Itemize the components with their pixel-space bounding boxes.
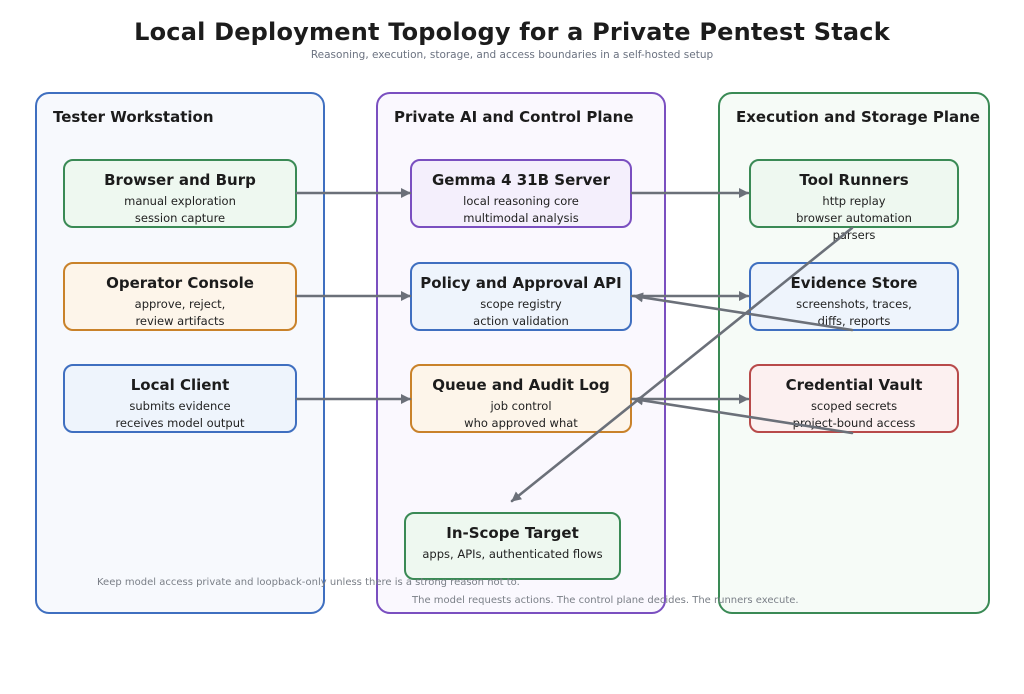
node-detail: submits evidence [129, 399, 231, 413]
node-detail: review artifacts [135, 314, 225, 328]
zone-title: Tester Workstation [53, 108, 214, 126]
node-detail: parsers [832, 228, 876, 242]
node-title: Policy and Approval API [420, 274, 622, 292]
node-title: Local Client [130, 376, 230, 394]
page-subtitle: Reasoning, execution, storage, and acces… [310, 49, 714, 61]
zone-title: Private AI and Control Plane [394, 108, 634, 126]
node-browser-and-burp: Browser and Burp manual exploration sess… [63, 159, 297, 228]
node-tool-runners: Tool Runners http replay browser automat… [749, 159, 959, 242]
node-detail: scoped secrets [810, 399, 898, 413]
node-title: Tool Runners [799, 171, 909, 189]
node-policy-api: Policy and Approval API scope registry a… [410, 262, 632, 331]
note-loopback: Keep model access private and loopback-o… [97, 577, 520, 588]
node-credential-vault: Credential Vault scoped secrets project-… [749, 364, 959, 433]
node-detail: screenshots, traces, [796, 297, 912, 311]
node-title: Queue and Audit Log [432, 376, 610, 394]
note-flow: The model requests actions. The control … [412, 595, 799, 606]
node-detail: session capture [134, 211, 226, 225]
node-title: Credential Vault [785, 376, 923, 394]
page-title: Local Deployment Topology for a Private … [134, 18, 890, 46]
node-detail: project-bound access [792, 416, 916, 430]
node-title: Browser and Burp [104, 171, 256, 189]
node-evidence-store: Evidence Store screenshots, traces, diff… [749, 262, 959, 331]
node-detail: diffs, reports [817, 314, 891, 328]
node-title: Operator Console [106, 274, 254, 292]
node-detail: who approved what [464, 416, 578, 430]
node-title: In-Scope Target [446, 524, 579, 542]
node-gemma-server: Gemma 4 31B Server local reasoning core … [410, 159, 632, 228]
node-title: Evidence Store [790, 274, 918, 292]
node-detail: apps, APIs, authenticated flows [422, 547, 603, 561]
node-detail: local reasoning core [463, 194, 579, 208]
node-detail: approve, reject, [134, 297, 226, 311]
node-detail: http replay [822, 194, 886, 208]
node-local-client: Local Client submits evidence receives m… [63, 364, 297, 433]
node-detail: receives model output [115, 416, 245, 430]
node-detail: scope registry [480, 297, 562, 311]
node-queue-audit-log: Queue and Audit Log job control who appr… [410, 364, 632, 433]
node-in-scope-target: In-Scope Target apps, APIs, authenticate… [404, 512, 621, 580]
zone-title: Execution and Storage Plane [736, 108, 980, 126]
node-detail: browser automation [796, 211, 912, 225]
node-operator-console: Operator Console approve, reject, review… [63, 262, 297, 331]
node-detail: multimodal analysis [463, 211, 579, 225]
node-detail: job control [490, 399, 552, 413]
node-detail: manual exploration [124, 194, 236, 208]
node-title: Gemma 4 31B Server [431, 171, 610, 189]
node-detail: action validation [473, 314, 569, 328]
